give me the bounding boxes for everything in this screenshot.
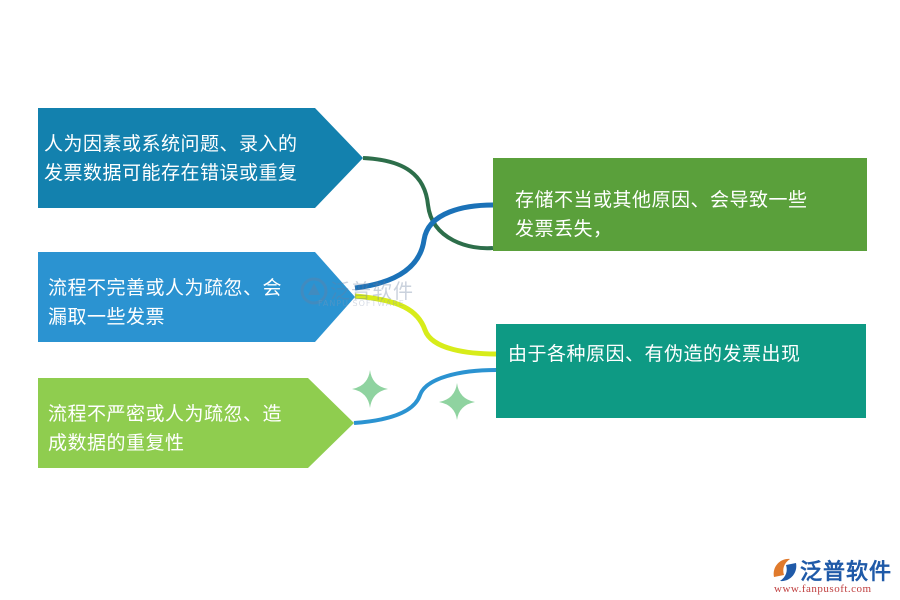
left-node-1-line-1: 人为因素或系统问题、录入的 — [44, 133, 298, 155]
right-node-1-text: 存储不当或其他原因、会导致一些 发票丢失， — [515, 186, 808, 244]
right-node-2-shape — [496, 324, 866, 418]
connector-curve-light-blue — [353, 368, 497, 425]
left-node-2-line-2: 漏取一些发票 — [48, 306, 166, 328]
left-node-2-text: 流程不完善或人为疏忽、会 漏取一些发票 — [48, 274, 282, 332]
left-node-1-line-2: 发票数据可能存在错误或重复 — [44, 162, 298, 184]
right-node-1-line-2: 发票丢失， — [515, 218, 613, 240]
left-node-3-text: 流程不严密或人为疏忽、造 成数据的重复性 — [48, 400, 282, 458]
connector-curve-yellow — [354, 293, 497, 357]
brand-logo-icon — [773, 558, 797, 582]
brand-logo: 泛普软件 www.fanpusoft.com — [770, 555, 895, 597]
left-node-3-line-1: 流程不严密或人为疏忽、造 — [48, 403, 283, 425]
sparkle-icon — [439, 383, 475, 420]
left-node-3-line-2: 成数据的重复性 — [48, 432, 185, 454]
brand-url: www.fanpusoft.com — [774, 583, 872, 595]
left-node-1-shape — [38, 108, 363, 208]
watermark-logo-icon — [300, 277, 328, 305]
connector-curve-blue — [354, 202, 494, 291]
left-node-2-line-1: 流程不完善或人为疏忽、会 — [48, 277, 283, 299]
left-node-2-shape — [38, 252, 355, 342]
right-node-1-shape — [493, 158, 867, 251]
brand-name: 泛普软件 — [800, 560, 893, 585]
left-node-1-text: 人为因素或系统问题、录入的 发票数据可能存在错误或重复 — [44, 130, 298, 188]
right-node-2-line-1: 由于各种原因、有伪造的发票出现 — [508, 343, 801, 365]
watermark-sub: FANPU SOFTWARE — [318, 299, 405, 308]
left-node-3-shape — [38, 378, 354, 468]
right-node-1-line-1: 存储不当或其他原因、会导致一些 — [515, 189, 808, 211]
sparkle-icon — [352, 370, 388, 408]
right-node-2-text: 由于各种原因、有伪造的发票出现 — [508, 340, 801, 369]
watermark: 泛普软件 FANPU SOFTWARE — [300, 275, 430, 315]
watermark-name: 泛普软件 — [330, 279, 414, 303]
connector-curve-green — [362, 156, 494, 251]
